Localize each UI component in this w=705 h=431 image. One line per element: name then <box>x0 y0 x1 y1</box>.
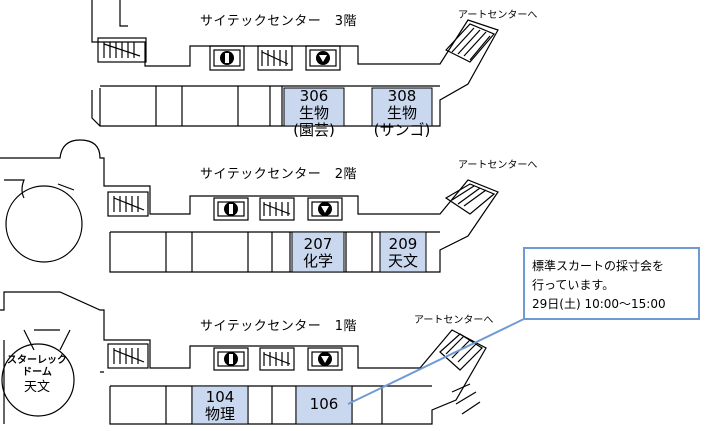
stairs-icon <box>257 45 293 71</box>
room-207[interactable]: 207 化学 <box>292 236 344 270</box>
callout-line <box>347 317 527 405</box>
dome-outline <box>1 343 75 417</box>
stairs-icon <box>444 183 496 215</box>
room-209-highlight <box>379 231 427 273</box>
floor-3-rooms <box>155 86 283 126</box>
art-center-label-2f: アートセンターへ <box>458 160 538 171</box>
highlighted-rooms <box>191 87 433 425</box>
room-subject: 物理 <box>204 405 235 423</box>
room-306-highlight <box>283 87 345 127</box>
floor-2-rooms <box>165 232 373 272</box>
starlec-dome[interactable]: スターレック ドーム 天文 <box>6 355 68 396</box>
stairs-icon <box>107 191 149 217</box>
floor-3-title: サイテックセンター 3階 <box>200 14 358 29</box>
room-104[interactable]: 104 物理 <box>192 389 248 423</box>
room-207-highlight <box>291 231 345 273</box>
room-number: 209 <box>388 235 418 253</box>
room-306[interactable]: 306 生物 (園芸) <box>284 88 344 139</box>
room-number: 207 <box>303 235 333 253</box>
room-subject: 生物 <box>298 104 329 122</box>
dome-subject: 天文 <box>23 380 50 395</box>
stairs-icon <box>259 197 295 221</box>
room-number: 306 <box>299 87 329 105</box>
art-center-label-3f: アートセンターへ <box>458 10 538 21</box>
stairs-icon <box>445 23 495 63</box>
floor-1-outline <box>0 291 487 425</box>
room-detail: (サンゴ) <box>373 121 431 139</box>
stairs-icon <box>107 343 149 369</box>
room-106-highlight <box>295 385 353 425</box>
room-subject: 化学 <box>302 252 333 270</box>
note-line-3: 29日(土) 10:00～15:00 <box>532 297 666 311</box>
elevator-icon <box>209 45 245 71</box>
floor-2-title: サイテックセンター 2階 <box>200 167 358 182</box>
room-104-highlight <box>191 385 249 425</box>
room-308[interactable]: 308 生物 (サンゴ) <box>366 88 438 139</box>
stairs-icon <box>259 347 295 371</box>
room-detail: (園芸) <box>293 121 335 139</box>
room-number: 106 <box>309 395 339 413</box>
stairs-icon <box>439 333 483 415</box>
room-number: 104 <box>205 388 235 406</box>
room-308-highlight <box>371 87 433 127</box>
room-209[interactable]: 209 天文 <box>380 236 426 270</box>
room-106[interactable]: 106 <box>296 396 352 413</box>
note-line-1: 標準スカートの採寸会を <box>532 259 665 273</box>
stairs-icon <box>97 37 147 63</box>
room-number: 308 <box>387 87 417 105</box>
floor-1-title: サイテックセンター 1階 <box>200 319 358 334</box>
callout-note: 標準スカートの採寸会を 行っています。 29日(土) 10:00～15:00 <box>523 247 700 320</box>
room-subject: 天文 <box>387 252 418 270</box>
dome-name-line2: ドーム <box>22 367 52 378</box>
room-subject: 生物 <box>386 104 417 122</box>
note-line-2: 行っています。 <box>532 278 615 292</box>
elevator-icon <box>305 45 341 71</box>
dome-name-line1: スターレック <box>7 355 67 366</box>
art-center-label-1f: アートセンターへ <box>414 315 494 326</box>
